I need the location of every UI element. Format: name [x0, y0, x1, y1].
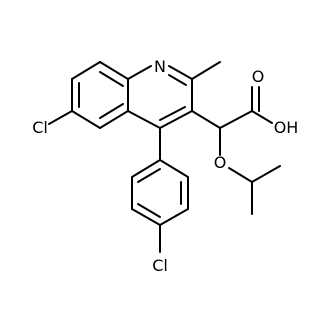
- bond-isopropyl: [251, 165, 281, 183]
- bond: [191, 110, 221, 129]
- bond-double-inner: [137, 203, 161, 218]
- chlorine-left-label: Cl: [32, 118, 48, 137]
- chlorine-bottom-label: Cl: [152, 256, 168, 275]
- bond: [131, 208, 161, 226]
- bond: [71, 110, 101, 129]
- bond-double-inner: [99, 103, 124, 119]
- bond: [159, 208, 189, 226]
- bond-double-inner: [137, 168, 161, 183]
- ether-oxygen-label: O: [214, 153, 227, 172]
- bond-chlorine: [48, 110, 73, 125]
- bond: [127, 65, 152, 80]
- bond-lines: [48, 61, 281, 253]
- bond-double-inner: [99, 71, 124, 87]
- bond-double-inner: [168, 74, 187, 86]
- bond-double-inner: [159, 106, 186, 121]
- bond-hydroxyl: [251, 110, 273, 124]
- nitrogen-label: N: [154, 57, 166, 76]
- bond: [168, 65, 193, 80]
- bond: [219, 110, 253, 129]
- bond: [99, 61, 129, 80]
- bond: [159, 110, 193, 129]
- bond: [99, 110, 129, 129]
- bond-methyl: [191, 61, 221, 80]
- bond: [71, 61, 101, 80]
- bond: [159, 159, 189, 178]
- carbonyl-oxygen-label: O: [252, 67, 265, 86]
- bond: [127, 110, 161, 129]
- bond-ether: [228, 167, 253, 183]
- hydroxyl-label: OH: [274, 118, 299, 137]
- bond: [131, 159, 161, 178]
- atom-labels: N Cl O OH O Cl: [32, 57, 298, 275]
